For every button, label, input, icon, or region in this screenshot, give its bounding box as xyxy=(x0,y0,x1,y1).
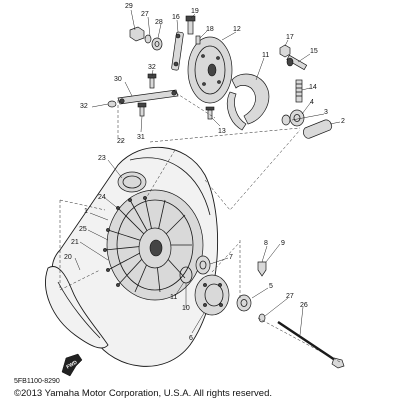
spring-14 xyxy=(295,79,303,103)
bolt-31 xyxy=(137,102,147,117)
bolt-19 xyxy=(185,15,196,35)
label-18: 18 xyxy=(206,26,214,33)
brake-shoe-plate xyxy=(187,36,233,104)
bearing-7 xyxy=(195,255,211,275)
label-19: 19 xyxy=(191,8,199,15)
bolt-8 xyxy=(257,261,267,277)
label-16: 16 xyxy=(172,14,180,21)
label-20: 20 xyxy=(64,254,72,261)
label-25: 25 xyxy=(79,226,87,233)
label-27-top: 27 xyxy=(141,11,149,18)
leader-lines xyxy=(74,9,341,336)
label-32-top: 32 xyxy=(148,64,156,71)
label-28: 28 xyxy=(155,19,163,26)
label-29: 29 xyxy=(125,3,133,10)
label-21: 21 xyxy=(71,239,79,246)
nut-17 xyxy=(279,44,291,58)
collar-2 xyxy=(303,119,332,139)
label-30: 30 xyxy=(114,76,122,83)
spoke-nipples xyxy=(103,196,147,287)
brake-shoes xyxy=(227,73,270,131)
label-6: 6 xyxy=(189,335,193,342)
bolt-32-top xyxy=(147,73,157,89)
label-11-bottom: 11 xyxy=(170,294,177,301)
label-12: 12 xyxy=(233,26,241,33)
label-8: 8 xyxy=(264,240,268,247)
label-27-bottom: 27 xyxy=(286,293,294,300)
label-5: 5 xyxy=(269,283,273,290)
label-14: 14 xyxy=(309,84,317,91)
label-7: 7 xyxy=(229,254,233,261)
wheel-axle-26 xyxy=(277,320,345,369)
bearing-5 xyxy=(236,294,252,312)
oil-seal-3 xyxy=(281,114,291,126)
bolt-29 xyxy=(129,26,145,42)
label-9: 9 xyxy=(281,240,285,247)
collar-27-bottom xyxy=(258,313,266,323)
label-11-top: 11 xyxy=(262,52,269,59)
fwd-arrow-icon: FWD xyxy=(61,353,83,377)
clutch-hub-6 xyxy=(194,274,230,316)
label-32-left: 32 xyxy=(80,103,88,110)
rim-band xyxy=(117,171,147,193)
label-31: 31 xyxy=(137,134,145,141)
label-10: 10 xyxy=(182,305,190,312)
label-15: 15 xyxy=(310,48,318,55)
label-13: 13 xyxy=(218,128,226,135)
label-2: 2 xyxy=(341,118,345,125)
label-24: 24 xyxy=(98,194,106,201)
collar-27-top xyxy=(144,34,152,44)
fwd-badge-text: FWD xyxy=(66,359,79,370)
guide-lines xyxy=(59,92,341,363)
brake-rod-15 xyxy=(286,54,308,71)
label-4: 4 xyxy=(310,99,314,106)
copyright-notice: ©2013 Yamaha Motor Corporation, U.S.A. A… xyxy=(14,388,272,399)
part-code: 5FB1100-8290 xyxy=(14,378,60,385)
camshaft-lever xyxy=(171,31,184,71)
bolt-32-left xyxy=(107,100,117,108)
label-17: 17 xyxy=(286,34,294,41)
torque-rod xyxy=(117,89,179,105)
label-23: 23 xyxy=(98,155,106,162)
label-1: 1 xyxy=(84,208,88,215)
label-22: 22 xyxy=(117,138,125,145)
label-26: 26 xyxy=(300,302,308,309)
screw-18 xyxy=(195,35,201,45)
part-labels: 29 27 28 16 19 18 12 17 15 11 14 4 3 2 1… xyxy=(64,3,345,342)
label-3: 3 xyxy=(324,109,328,116)
washer-28 xyxy=(151,37,163,51)
